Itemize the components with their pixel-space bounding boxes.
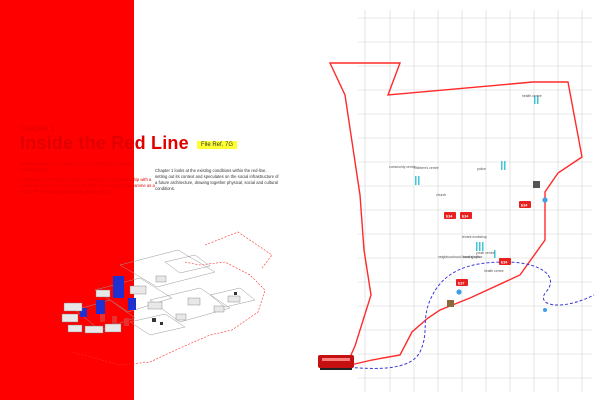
map-label: neighbourhood housing office [438, 255, 483, 259]
bus-stop: E34 [499, 258, 511, 265]
svg-text:E34: E34 [446, 215, 452, 219]
map-label: local shops [463, 255, 480, 259]
intro-paragraph: The Broadwater Farm estate has been red-… [20, 161, 133, 172]
map-label: police [477, 167, 486, 171]
map-label: health centre [484, 269, 504, 273]
map-label: community centre [389, 165, 416, 169]
cyan-markers [415, 96, 539, 258]
location-pin-icon [456, 197, 548, 312]
svg-text:E34: E34 [501, 261, 507, 265]
svg-text:E34: E34 [521, 204, 527, 208]
file-ref-badge: File Ref. 7G [197, 141, 238, 149]
bus-stop: E34 [460, 212, 472, 219]
map-label: youth centre [476, 251, 495, 255]
red-line-boundary [328, 62, 583, 367]
bus-stop: E37 [456, 279, 468, 286]
intro-text: The Broadwater Farm estate has been red-… [20, 161, 158, 199]
intro-paragraph: In February 2017 Haringey council secure… [20, 177, 155, 194]
map-label: health centre [522, 94, 542, 98]
chapter-label: Chapter 1 [20, 124, 56, 133]
building-icon [447, 300, 454, 307]
chapter-title: Inside the Red Line [20, 133, 189, 153]
axonometric-estate-drawing [61, 231, 273, 366]
bus-route [319, 261, 595, 369]
map-label: tenant workshop [462, 235, 487, 239]
bus-icon [318, 355, 354, 370]
bus-stop: E34 [519, 201, 531, 208]
bus-stop: E34 [444, 212, 456, 219]
building-icon [533, 181, 540, 188]
map-label: church [436, 193, 446, 197]
chapter-description: Chapter 1 looks at the existing conditio… [155, 168, 279, 191]
svg-text:E37: E37 [458, 282, 464, 286]
red-sidebar [0, 0, 134, 400]
svg-text:E34: E34 [462, 215, 468, 219]
map-grid [358, 10, 592, 392]
map-label: children's centre [414, 166, 439, 170]
